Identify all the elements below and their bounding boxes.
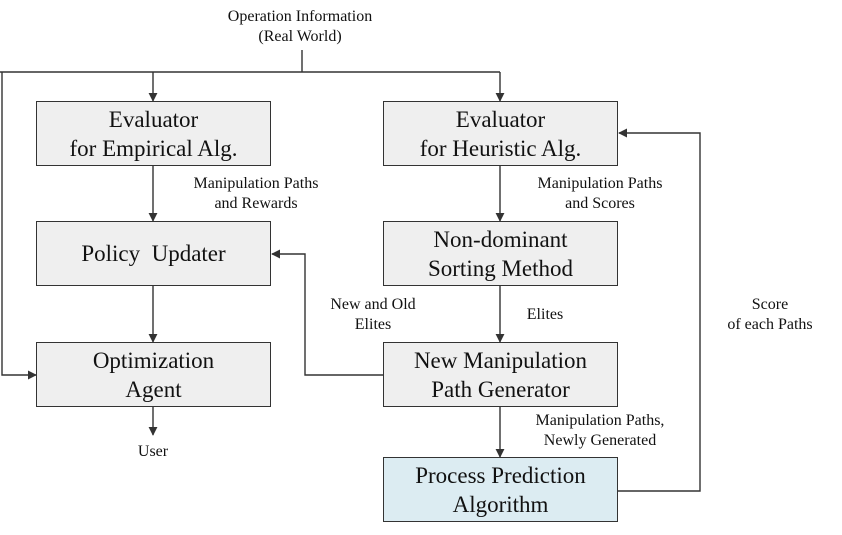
evaluator-empirical-box: Evaluator for Empirical Alg. xyxy=(36,101,271,166)
optimization-agent-box: Optimization Agent xyxy=(36,342,271,407)
operation-information-label: Operation Information (Real World) xyxy=(227,8,373,45)
elites-label: Elites xyxy=(526,306,564,323)
paths-newly-generated-label: Manipulation Paths, Newly Generated xyxy=(535,412,665,449)
paths-rewards-label: Manipulation Paths and Rewards xyxy=(193,175,319,212)
user-label: User xyxy=(137,443,169,460)
arrow-input-to-agent xyxy=(1,72,37,380)
paths-scores-label: Manipulation Paths and Scores xyxy=(537,175,663,212)
process-prediction-box: Process Prediction Algorithm xyxy=(383,457,618,522)
arrow-prediction-to-heuristic xyxy=(617,128,701,492)
non-dominant-sorting-box: Non-dominant Sorting Method xyxy=(383,221,618,286)
evaluator-heuristic-box: Evaluator for Heuristic Alg. xyxy=(383,101,618,166)
arrow-generator-to-policy xyxy=(271,249,383,376)
new-old-elites-label: New and Old Elites xyxy=(330,296,416,333)
policy-updater-box: Policy Updater xyxy=(36,221,271,286)
score-each-path-label: Score of each Paths xyxy=(727,296,813,333)
path-generator-box: New Manipulation Path Generator xyxy=(383,342,618,407)
